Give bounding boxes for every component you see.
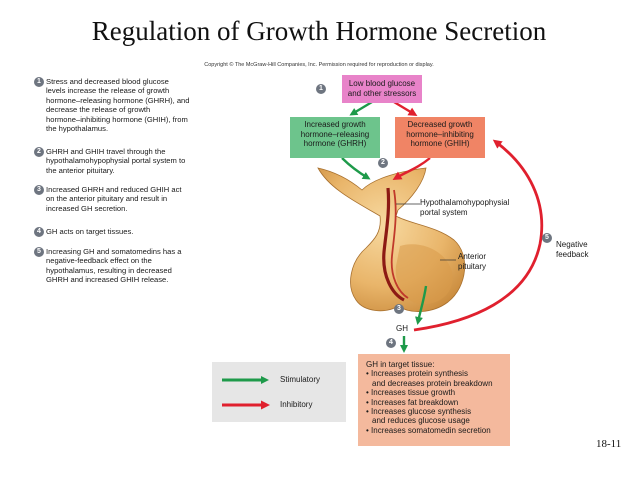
step-line: hypothalamus, resulting in decreased — [46, 265, 172, 275]
item-line: • Increases tissue growth — [366, 388, 456, 398]
diagram-badge-2: 2 — [378, 158, 388, 168]
label-line: Hypothalamohypophysial — [420, 198, 510, 207]
step-line: GH acts on target tissues. — [46, 227, 134, 236]
step-line: GHRH and increased GHIH release. — [46, 275, 169, 285]
tissue-item: • Increases glucose synthesis and reduce… — [366, 407, 502, 426]
inhibitory-arrows — [392, 100, 544, 332]
step-line: Increased GHRH and reduced GHIH act — [46, 185, 182, 194]
tissue-item: • Increases tissue growth — [366, 388, 502, 397]
step-number-badge: 4 — [34, 227, 44, 237]
step-line: increased GH secretion. — [46, 203, 128, 213]
anterior-pituitary-label: Anterior pituitary — [458, 252, 486, 271]
step-line: hormone–inhibiting hormone (GHIH), from — [46, 114, 188, 124]
tissue-item: • Increases fat breakdown — [366, 398, 502, 407]
step-number-badge: 1 — [34, 77, 44, 87]
box-line: Low blood glucose — [348, 79, 416, 88]
step-line: GHRH and GHIH travel through the — [46, 147, 166, 156]
step-number-badge: 3 — [34, 185, 44, 195]
ghih-box: Decreased growth hormone–inhibiting horm… — [395, 117, 485, 158]
step-number-badge: 2 — [34, 147, 44, 157]
box-line: hormone (GHRH) — [303, 139, 367, 149]
box-line: hormone–releasing — [300, 129, 370, 139]
tissue-header: GH in target tissue: — [366, 360, 435, 369]
page-number: 18-11 — [596, 438, 622, 450]
step-1: 1 Stress and decreased blood glucose lev… — [34, 77, 278, 134]
label-line: feedback — [556, 249, 589, 259]
pituitary-gland-illustration — [317, 167, 466, 312]
step-line: decrease the release of growth — [46, 105, 151, 115]
negative-feedback-label: Negative feedback — [556, 240, 588, 259]
label-line: Anterior — [458, 252, 487, 261]
tissue-item: • Increases protein synthesis and decrea… — [366, 369, 502, 388]
step-line: the hypothalamus. — [46, 124, 109, 134]
box-line: Increased growth — [304, 120, 366, 129]
low-blood-glucose-box: Low blood glucose and other stressors — [342, 75, 422, 103]
label-line: pituitary — [458, 261, 487, 271]
step-line: hypothalamohypophysial portal system to — [46, 156, 186, 166]
label-line: portal system — [420, 207, 468, 217]
item-line: and reduces glucose usage — [372, 416, 470, 426]
copyright-notice: Copyright © The McGraw-Hill Companies, I… — [204, 62, 434, 68]
step-line: hormone–releasing hormone (GHRH), and — [46, 95, 190, 105]
legend-stimulatory-label: Stimulatory — [280, 375, 321, 384]
ghrh-box: Increased growth hormone–releasing hormo… — [290, 117, 380, 158]
stimulatory-arrows — [341, 100, 428, 353]
gh-label: GH — [396, 324, 408, 333]
item-line: • Increases somatomedin secretion — [366, 425, 491, 435]
legend-inhibitory-label: Inhibitory — [280, 400, 313, 409]
diagram-badge-5: 5 — [542, 233, 552, 243]
box-line: Decreased growth — [407, 120, 473, 129]
diagram-badge-4: 4 — [386, 338, 396, 348]
step-line: Stress and decreased blood glucose — [46, 77, 169, 86]
box-line: and other stressors — [347, 88, 417, 98]
step-line: Increasing GH and somatomedins has a — [46, 247, 182, 256]
diagram-badge-3: 3 — [394, 304, 404, 314]
step-4: 4 GH acts on target tissues. — [34, 227, 278, 237]
step-2: 2 GHRH and GHIH travel through the hypot… — [34, 147, 278, 175]
step-5: 5 Increasing GH and somatomedins has a n… — [34, 247, 278, 285]
step-line: levels increase the release of growth — [46, 86, 170, 96]
item-line: • Increases glucose synthesis — [366, 407, 472, 417]
item-line: • Increases fat breakdown — [366, 397, 459, 407]
label-line: Negative — [556, 240, 588, 249]
step-line: the anterior pituitary. — [46, 165, 115, 175]
legend: Stimulatory Inhibitory — [212, 362, 346, 422]
step-line: negative-feedback effect on the — [46, 256, 152, 266]
target-tissue-box: GH in target tissue: • Increases protein… — [358, 354, 510, 446]
item-line: • Increases protein synthesis — [366, 369, 468, 379]
slide-title: Regulation of Growth Hormone Secretion — [91, 16, 547, 46]
box-line: hormone (GHIH) — [410, 139, 470, 149]
portal-system-label: Hypothalamohypophysial portal system — [420, 198, 509, 217]
diagram-badge-1: 1 — [316, 84, 326, 94]
box-line: hormone–inhibiting — [406, 129, 474, 139]
step-3: 3 Increased GHRH and reduced GHIH act on… — [34, 185, 278, 213]
step-number-badge: 5 — [34, 247, 44, 257]
step-line: on the anterior pituitary and result in — [46, 194, 168, 204]
tissue-item: • Increases somatomedin secretion — [366, 426, 502, 435]
item-line: and decreases protein breakdown — [372, 378, 493, 388]
